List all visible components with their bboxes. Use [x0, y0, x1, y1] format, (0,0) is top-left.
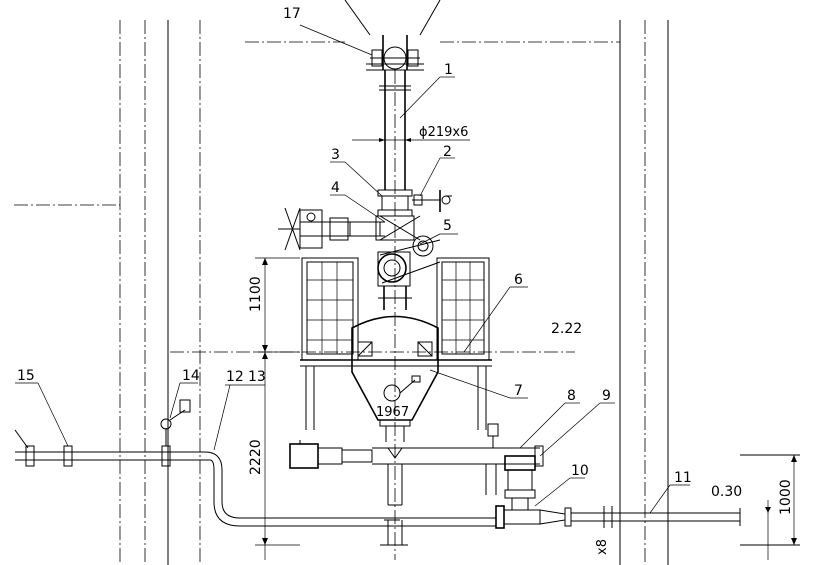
rotary-valve: [377, 235, 441, 287]
callout-5: 5: [443, 218, 452, 234]
callout-17-partial: 17: [283, 6, 301, 22]
pipe-size-label: ϕ219x6: [419, 125, 468, 140]
callout-11: 11: [674, 470, 692, 486]
vertical-pipe: [352, 70, 470, 560]
callout-labels: 1 2 3 4 5 6 7 8 9 10 11 12 13 14 15 17: [17, 6, 692, 486]
callout-14: 14: [182, 368, 200, 384]
callout-6: 6: [514, 272, 523, 288]
callout-8: 8: [567, 388, 576, 404]
base-lines: [380, 454, 800, 560]
callout-1: 1: [444, 62, 453, 78]
elevation-1-label: 2.22: [551, 321, 582, 337]
callout-13: 13: [248, 369, 266, 385]
callout-15: 15: [17, 368, 35, 384]
callout-2: 2: [443, 144, 452, 160]
structural-columns: [14, 0, 669, 565]
small-dim-label: x8: [595, 539, 610, 555]
feed-tank: [351, 286, 439, 442]
callout-4: 4: [331, 180, 340, 196]
callout-3: 3: [331, 147, 340, 163]
callout-7: 7: [514, 383, 523, 399]
vertical-dimensions: [255, 257, 300, 560]
height-right-label: 1000: [778, 479, 794, 515]
gate-valve-assembly: [278, 189, 452, 251]
dimension-labels: ϕ219x6 1100 2220 1000 2.22 0.30 1967 x8: [248, 125, 794, 555]
height-upper-label: 1100: [248, 276, 264, 312]
screw-conveyor: [289, 423, 544, 506]
center-dim-label: 1967: [376, 405, 409, 420]
injector-unit: [495, 455, 572, 529]
hopper-outlet-valve: [299, 24, 424, 71]
height-lower-label: 2220: [248, 439, 264, 475]
leader-lines: [15, 76, 690, 514]
elevation-2-label: 0.30: [711, 484, 742, 500]
callout-9: 9: [602, 388, 611, 404]
platform-structure: [170, 257, 575, 430]
callout-10: 10: [571, 463, 589, 479]
callout-12: 12: [226, 369, 244, 385]
